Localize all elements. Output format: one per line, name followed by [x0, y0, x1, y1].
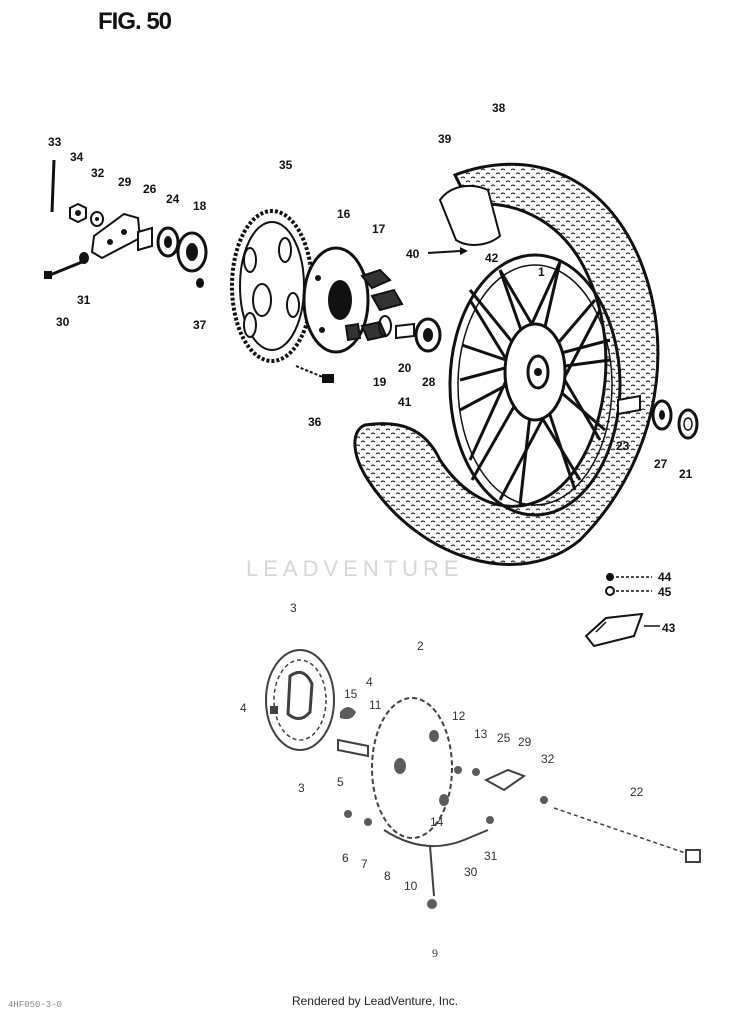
rear-hub-1: [503, 322, 567, 422]
callout-20: 20: [398, 361, 412, 375]
rim-41: [448, 253, 622, 517]
callout-12: 12: [452, 709, 466, 723]
callout-22: 22: [630, 785, 644, 799]
callout-16: 16: [337, 207, 351, 221]
nut-37: [196, 278, 204, 288]
dust-seal-21: [677, 408, 699, 440]
callout-28: 28: [422, 375, 436, 389]
footer-code: 4HF050-3-0: [8, 1000, 63, 1010]
bolt-30: [44, 260, 83, 279]
callout-44: 44: [658, 570, 672, 584]
bearing-28: [414, 317, 442, 353]
callout-5: 5: [337, 775, 344, 789]
o-ring-19: [378, 315, 392, 337]
callout-3: 3: [290, 601, 297, 615]
spacer-20: [395, 322, 415, 340]
axle-bolt-33: [50, 159, 56, 213]
bearing-27: [651, 399, 673, 431]
nut-31: [79, 252, 89, 264]
callout-15: 15: [344, 687, 358, 701]
nut-34: [69, 202, 87, 224]
screw-44: [606, 573, 652, 581]
cush-dampers-17: [344, 268, 404, 342]
callout-29-lower: 29: [518, 735, 532, 749]
callout-31-lower: 31: [484, 849, 498, 863]
callout-1: 1: [538, 265, 545, 279]
cam-shaft-5: [337, 738, 369, 758]
callout-31: 31: [77, 293, 91, 307]
callout-8: 8: [384, 869, 391, 883]
inner-tube-39: [438, 184, 502, 246]
brake-shoes-15: [340, 707, 356, 720]
spacer-23: [617, 394, 641, 416]
rear-tire-38: [353, 162, 660, 566]
callout-19: 19: [373, 375, 387, 389]
callout-32-lower: 32: [541, 752, 555, 766]
callout-32: 32: [91, 166, 105, 180]
callout-18: 18: [193, 199, 207, 213]
callout-30-lower: 30: [464, 865, 478, 879]
callout-40: 40: [406, 247, 420, 261]
balance-weight-43: [584, 612, 660, 648]
callout-3-lower: 3: [298, 781, 305, 795]
dust-seal-24: [156, 226, 180, 258]
callout-17: 17: [372, 222, 386, 236]
callout-41: 41: [398, 395, 412, 409]
bearing-18: [176, 231, 208, 273]
spacer-26: [137, 226, 153, 252]
callout-29: 29: [118, 175, 132, 189]
small-parts-lower: [344, 766, 701, 909]
callout-30: 30: [56, 315, 70, 329]
callout-37: 37: [193, 318, 207, 332]
callout-33: 33: [48, 135, 62, 149]
callout-25: 25: [497, 731, 511, 745]
callout-4-right: 4: [366, 675, 373, 689]
callout-7: 7: [361, 857, 368, 871]
callout-43: 43: [662, 621, 676, 635]
callout-10: 10: [404, 879, 418, 893]
callout-34: 34: [70, 150, 84, 164]
washer-32: [90, 211, 104, 227]
credit-line: Rendered by LeadVenture, Inc.: [291, 994, 459, 1008]
watermark: LEADVENTURE: [246, 556, 464, 581]
callout-39: 39: [438, 132, 452, 146]
callout-13: 13: [474, 727, 488, 741]
brake-panel-3: [265, 649, 335, 751]
callout-2: 2: [417, 639, 424, 653]
callout-labels: 33 34 32 29 26 24 18 30 31 37 35 16 17 1…: [48, 101, 693, 893]
page-number: 9: [432, 946, 438, 960]
washer-45: [605, 586, 652, 596]
callout-27: 27: [654, 457, 668, 471]
callout-36: 36: [308, 415, 322, 429]
rim-band-40: [427, 247, 468, 255]
chain-adjuster-29: [90, 212, 142, 260]
callout-45: 45: [658, 585, 672, 599]
callout-6: 6: [342, 851, 349, 865]
callout-38: 38: [492, 101, 506, 115]
torque-arm-2: [371, 697, 453, 839]
figure-title: FIG. 50: [98, 8, 172, 35]
callout-26: 26: [143, 182, 157, 196]
callout-4-left: 4: [240, 701, 247, 715]
callout-42: 42: [485, 251, 499, 265]
callout-11: 11: [369, 698, 382, 712]
callout-24: 24: [166, 192, 180, 206]
callout-23: 23: [616, 439, 630, 453]
callout-21: 21: [679, 467, 693, 481]
rear-sprocket-35: [230, 209, 314, 363]
callout-14: 14: [430, 815, 444, 829]
sprocket-bolt-36: [295, 365, 334, 383]
callout-35: 35: [279, 158, 293, 172]
